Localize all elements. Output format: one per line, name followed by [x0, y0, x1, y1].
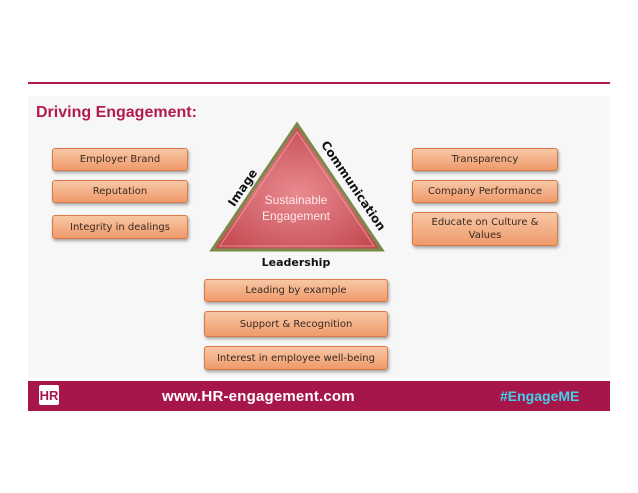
engagement-triangle: Sustainable Engagement Image Communicati… — [209, 121, 389, 252]
triangle-center-line2: Engagement — [262, 209, 331, 223]
right-box-transparency: Transparency — [412, 148, 558, 171]
right-box-company-performance: Company Performance — [412, 180, 558, 203]
left-box-integrity: Integrity in dealings — [52, 215, 188, 239]
bottom-box-support: Support & Recognition — [204, 311, 388, 337]
triangle-base-label: Leadership — [261, 256, 331, 269]
hr-logo: HR — [39, 385, 59, 405]
triangle-shape — [209, 121, 385, 252]
top-divider-line — [28, 82, 610, 84]
left-box-reputation: Reputation — [52, 180, 188, 203]
triangle-center-line1: Sustainable — [265, 193, 328, 207]
right-box-educate-culture: Educate on Culture & Values — [412, 212, 558, 246]
left-box-employer-brand: Employer Brand — [52, 148, 188, 171]
footer-bar — [28, 381, 610, 411]
footer-url[interactable]: www.HR-engagement.com — [162, 388, 355, 405]
bottom-box-interest: Interest in employee well-being — [204, 346, 388, 370]
slide-title: Driving Engagement: — [36, 104, 197, 121]
bottom-box-leading: Leading by example — [204, 279, 388, 302]
footer-hashtag: #EngageME — [500, 388, 580, 404]
